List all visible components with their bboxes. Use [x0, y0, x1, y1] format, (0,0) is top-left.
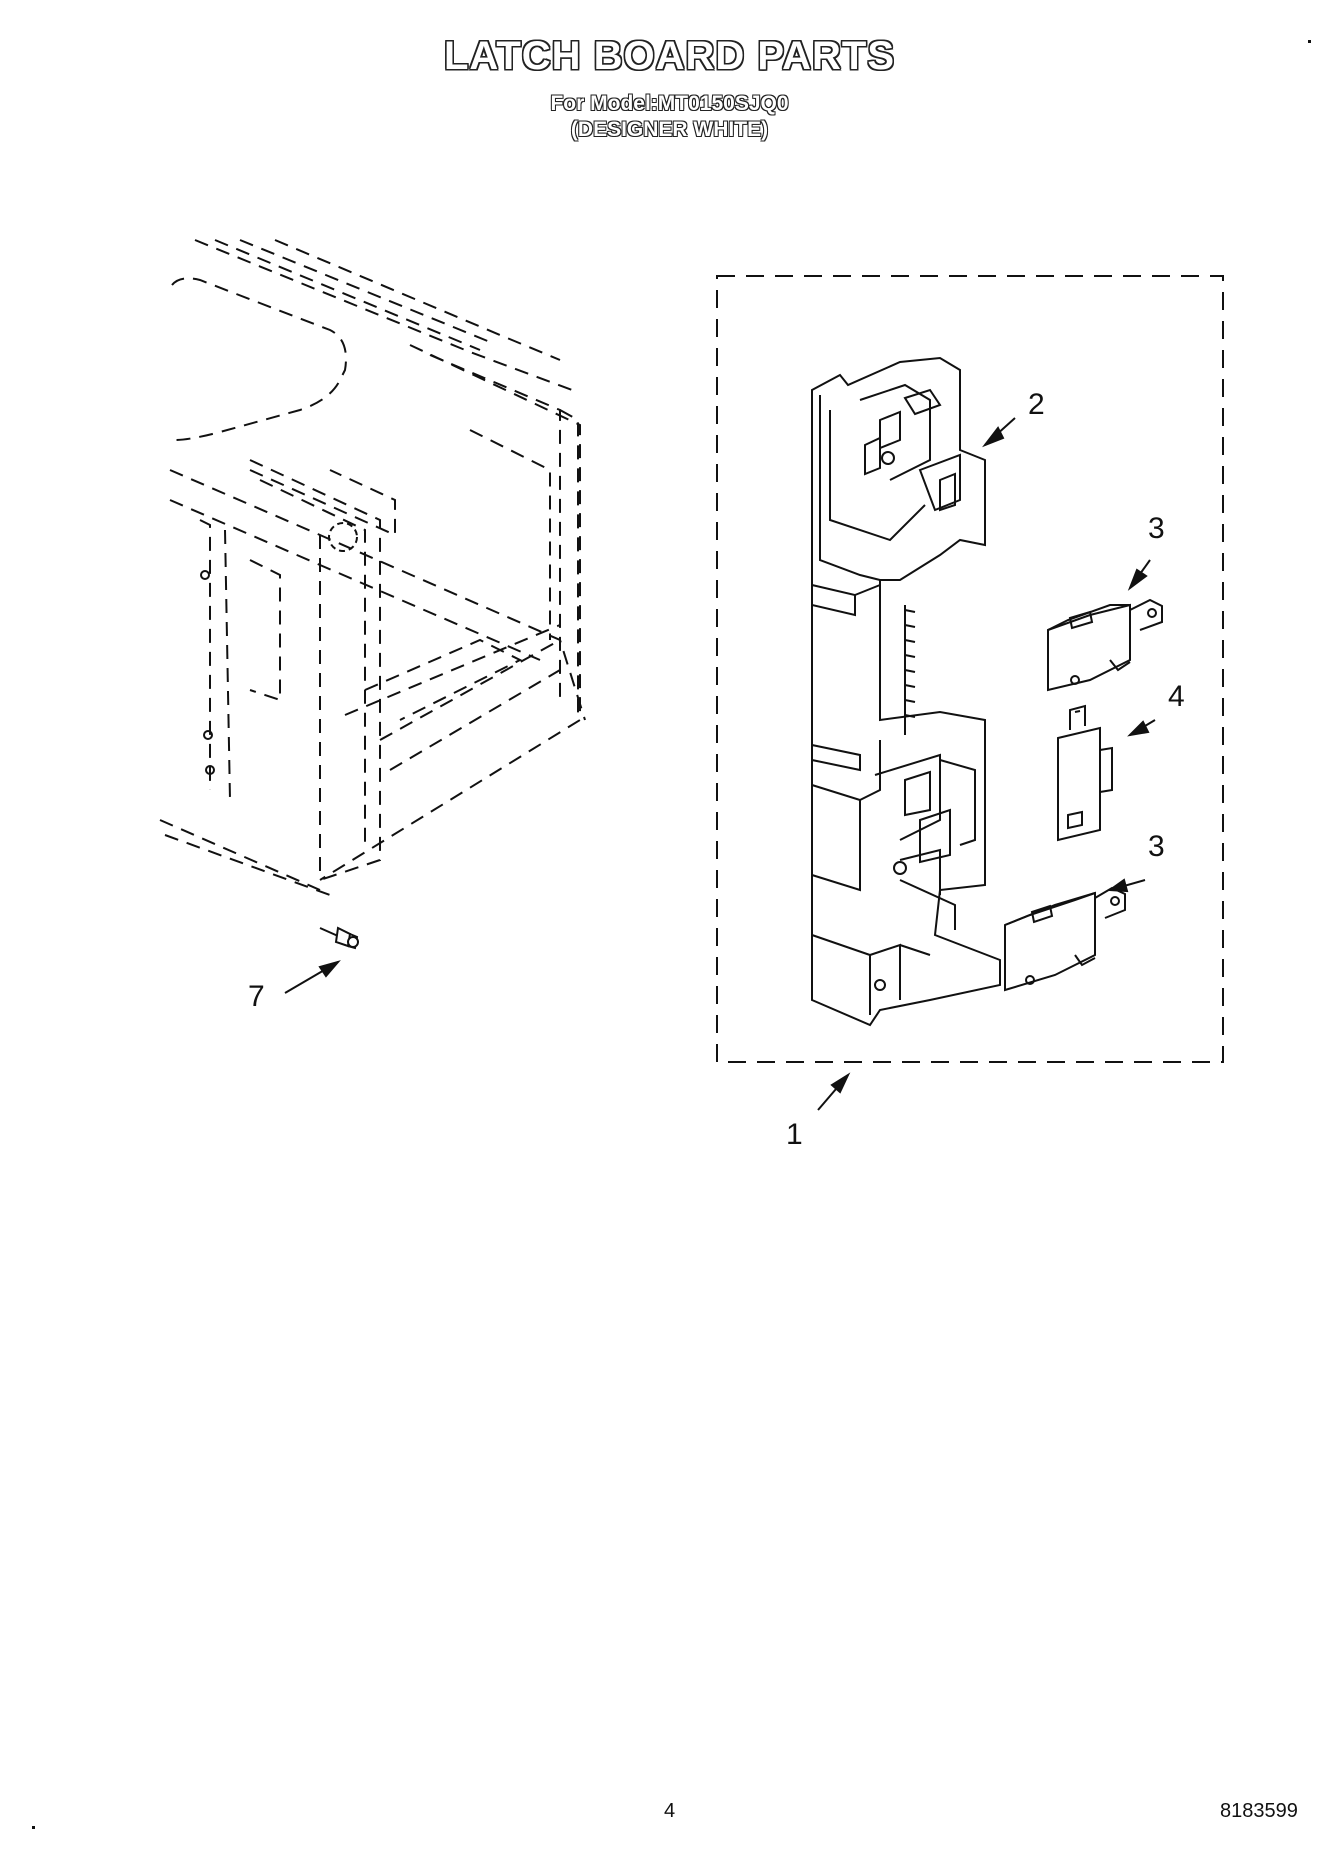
switch-part-3b [1004, 886, 1126, 992]
switch-part-3a [1047, 598, 1163, 692]
callout-item-2: 2 [1028, 388, 1045, 421]
screw-part [319, 926, 359, 950]
registration-mark-bottom [32, 1826, 35, 1829]
leader-arrows [284, 417, 1156, 1111]
callout-item-4: 4 [1168, 680, 1185, 713]
callout-item-3a: 3 [1148, 512, 1165, 545]
cabinet-outline [159, 239, 586, 896]
switch-part-4 [1057, 704, 1113, 842]
cabinet-detail-circles [200, 522, 358, 775]
kit-box-outline [716, 275, 1224, 1063]
page-number: 4 [664, 1800, 676, 1822]
callout-item-3b: 3 [1148, 830, 1165, 863]
callout-item-7: 7 [248, 980, 265, 1013]
model-line: For Model:MT0150SJQ0 [550, 92, 789, 115]
variant-line: (DESIGNER WHITE) [570, 118, 769, 141]
registration-mark-top [1308, 40, 1311, 43]
callout-item-1: 1 [786, 1118, 803, 1151]
document-number: 8183599 [1220, 1800, 1298, 1822]
latch-board-part [811, 356, 1001, 1027]
page-title: LATCH BOARD PARTS [443, 34, 896, 78]
